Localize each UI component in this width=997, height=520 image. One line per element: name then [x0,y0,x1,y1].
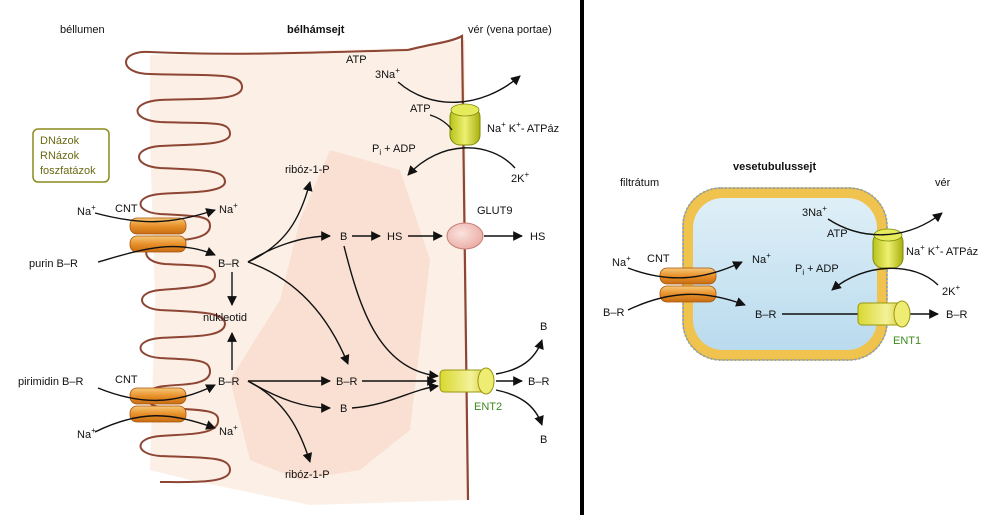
b-bottom-to-ent2 [351,382,439,409]
ribose-top: ribóz-1-P [285,164,330,176]
na-bottom-right: Na+ [219,423,238,438]
basolateral-membrane [407,34,470,501]
enterocyte-label: bélhámsejt [287,24,345,36]
br-filtrate: B–R [603,307,624,319]
blood-label-right: vér [935,177,951,189]
enzyme-phosphatase: foszfatázok [40,165,96,177]
br-top: B–R [218,258,239,270]
cnt-transporter-bottom [129,387,187,423]
pump-na-in-right: 3Na+ [802,204,827,219]
cnt-bottom-label: CNT [115,374,138,386]
enterocyte-cytoplasm [150,40,468,505]
tubule-cell-membrane-dots [682,187,888,361]
na-bottom-left: Na+ [77,426,96,441]
b-out-top: B [540,321,547,333]
left-panel: béllumen bélhámsejt vér (vena portae) DN… [18,24,559,505]
glut9-transporter [446,222,484,250]
ent1-label: ENT1 [893,335,921,347]
cnt-label-right: CNT [647,253,670,265]
lumen-label: béllumen [60,24,105,36]
pump-k-right: 2K+ [942,283,960,298]
b-out-bottom: B [540,434,547,446]
br-cell: B–R [755,309,776,321]
na-top-arrow [94,208,216,223]
nukleotid-label: nukleotid [203,312,247,324]
br-out: B–R [528,376,549,388]
cnt-top-label: CNT [115,203,138,215]
pump-k: 2K+ [511,170,529,185]
pump-atp-right: ATP [827,228,848,240]
atp-link [429,114,453,131]
pump-atp: ATP [410,103,431,115]
ent2-to-b-up [495,339,544,375]
hs-mid: HS [387,231,402,243]
filtrate-label: filtrátum [620,177,659,189]
pump-pi-adp-right: Pi + ADP [795,263,839,277]
b-top-to-ent2 [343,245,439,380]
atp-top-label: ATP [346,54,367,66]
ent2-to-b-down [495,389,544,426]
br-in-arrow-right [627,293,746,311]
b-top: B [340,231,347,243]
pump-pi-adp: Pi + ADP [372,143,416,157]
pump-na-in: 3Na+ [375,66,400,81]
na-out-arrow [397,75,521,103]
blood-label: vér (vena portae) [468,24,552,36]
hs-out: HS [530,231,545,243]
ent2-transporter [439,367,495,395]
na-k-atpase-left [449,103,481,146]
na-top-right: Na+ [219,201,238,216]
pirimidin-label: pirimidin B–R [18,376,83,388]
na-bottom-arrow [94,415,216,433]
enzyme-box [32,128,110,183]
br-blood: B–R [946,309,967,321]
b-bottom: B [340,403,347,415]
k-in-arrow [407,147,516,176]
br-bottom-to-ribose [247,380,313,463]
enzyme-rnase: RNázok [40,150,80,162]
enzyme-dnase: DNázok [40,135,80,147]
br-bottom: B–R [218,376,239,388]
k-in-arrow-right [831,267,939,291]
purin-label: purin B–R [29,258,78,270]
ent1-transporter [857,300,911,328]
pump-label-right: Na+ K+- ATPáz [906,243,978,258]
pump-label-left: Na+ K+- ATPáz [487,120,559,135]
cnt-transporter-right [659,267,717,303]
glut9-label: GLUT9 [477,205,512,217]
tubule-cell-cytoplasm [693,198,877,350]
na-arrow-right [627,261,743,279]
na-out-arrow-right [827,212,943,236]
tubule-cell-label: vesetubulussejt [733,161,816,173]
na-in-right: Na+ [612,254,631,269]
ent2-label: ENT2 [474,401,502,413]
br-top-to-br-mid [247,261,350,365]
br-mid: B–R [336,376,357,388]
ribose-bottom: ribóz-1-P [285,469,330,481]
na-out-right: Na+ [752,251,771,266]
panel-divider [580,0,584,515]
pirimidin-arrow [97,384,216,402]
purin-arrow [97,245,216,263]
br-to-b-top [247,231,331,263]
right-panel: filtrátum vesetubulussejt vér 3Na+ ATP P… [603,161,978,361]
na-top-left: Na+ [77,203,96,218]
